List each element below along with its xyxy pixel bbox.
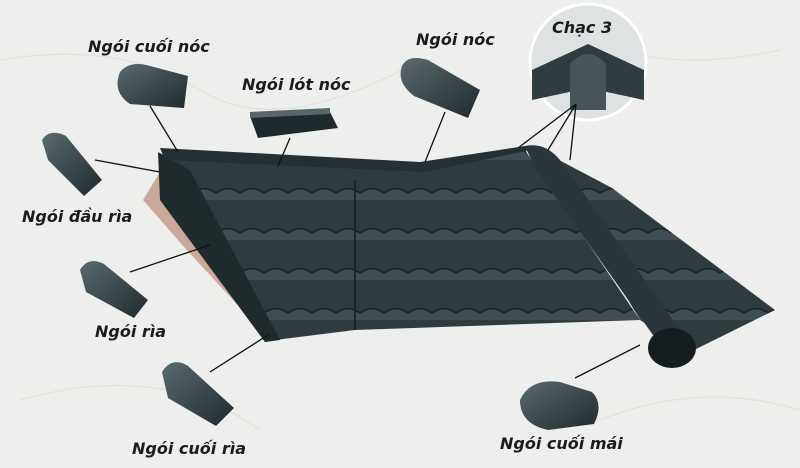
- tile-hip-end: [520, 381, 599, 430]
- leader-ridge-underlay: [277, 137, 291, 167]
- label-ridge: Ngói nóc: [416, 30, 495, 49]
- hip-end-cap: [648, 328, 696, 368]
- tile-ridge: [400, 58, 480, 118]
- leader-verge-start: [94, 159, 161, 173]
- label-verge: Ngói rìa: [95, 322, 167, 341]
- tile-ridge-end: [117, 64, 188, 108]
- label-verge-start: Ngói đầu rìa: [22, 207, 133, 226]
- tile-three-way-inset: [528, 2, 648, 122]
- leader-three-way-2: [547, 103, 577, 151]
- leader-three-way-3: [569, 103, 577, 161]
- ridge-line: [160, 146, 540, 172]
- label-ridge-end: Ngói cuối nóc: [88, 37, 210, 56]
- leader-hip-end: [574, 344, 641, 379]
- leader-verge: [129, 244, 211, 273]
- hip-ridge: [525, 145, 680, 345]
- tile-verge-start: [42, 132, 102, 196]
- tile-verge: [80, 261, 148, 318]
- tile-verge-end: [162, 362, 234, 426]
- label-hip-end: Ngói cuối mái: [500, 434, 623, 453]
- label-verge-end: Ngói cuối rìa: [132, 439, 246, 458]
- leader-verge-end: [209, 334, 269, 373]
- leader-lines: [94, 103, 641, 379]
- label-three-way: Chạc 3: [552, 18, 613, 37]
- leader-ridge: [424, 111, 446, 163]
- right-hip-slope: [540, 150, 775, 352]
- verge-edge: [158, 152, 280, 342]
- tile-ridge-underlay: [250, 108, 338, 138]
- leader-three-way-1: [517, 103, 577, 149]
- left-roof-slope: [165, 150, 640, 340]
- label-ridge-underlay: Ngói lót nóc: [242, 75, 351, 94]
- leader-ridge-end: [149, 105, 179, 153]
